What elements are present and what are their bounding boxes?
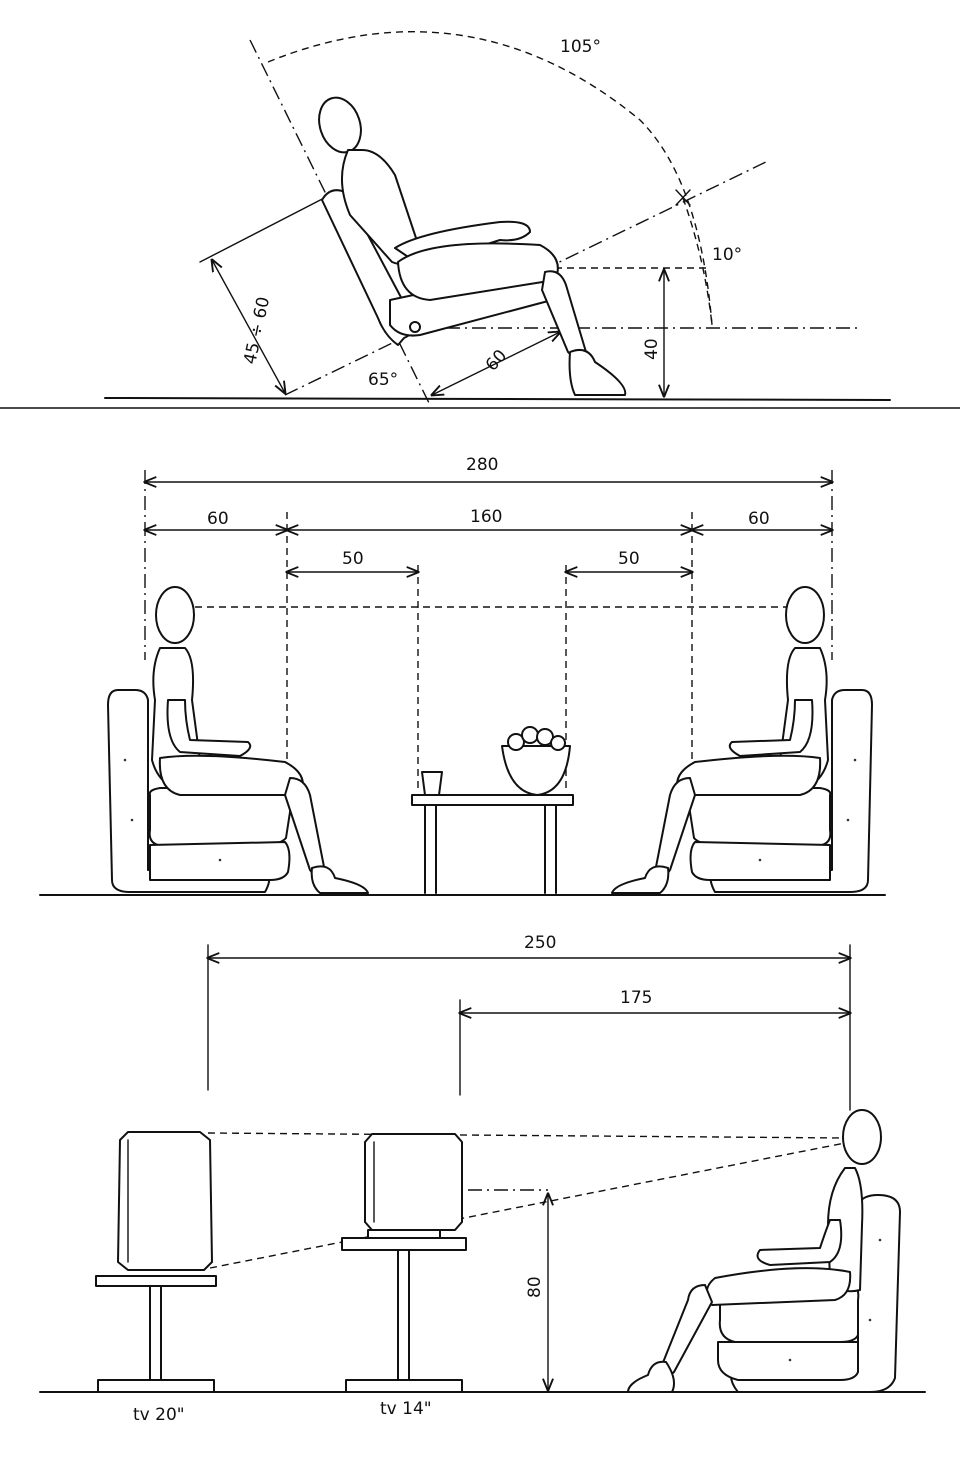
left-seated-figure (151, 586, 369, 894)
tv-large-label: tv 20" (133, 1405, 185, 1425)
recliner-figure-head (318, 96, 362, 154)
tv-14-set (341, 1133, 467, 1393)
sightline-lower (209, 1142, 846, 1269)
seat-depth-dimension-line (432, 332, 560, 395)
right-armchair (688, 689, 873, 893)
backrest-height-label: 45 ÷ 60 (240, 295, 274, 366)
near-distance-label: 175 (620, 988, 652, 1008)
left-zone-label: 60 (207, 509, 229, 529)
right-seated-figure (611, 586, 829, 894)
overall-width-label: 280 (466, 455, 498, 475)
right-zone-label: 60 (748, 509, 770, 529)
seat-depth-label: 60 (482, 346, 511, 375)
tv-small-label: tv 14" (380, 1399, 432, 1419)
panel-tv-viewing: 250 175 80 tv 20" tv 14" (39, 933, 926, 1425)
right-reach-label: 50 (618, 549, 640, 569)
seat-tilt-arc (682, 197, 713, 326)
back-angle-arc (267, 31, 713, 326)
panel-conversation-layout: 280 60 160 60 50 50 (39, 455, 886, 896)
floor-line-top (104, 397, 891, 401)
angle-floor-label: 65° (368, 370, 398, 390)
angle-back-label: 105° (560, 37, 601, 57)
far-distance-label: 250 (524, 933, 556, 953)
tv-height-label: 80 (525, 1276, 545, 1298)
panel-reclining-seat: 105° 10° 65° 45 ÷ 60 60 40 (0, 31, 960, 409)
center-zone-label: 160 (470, 507, 502, 527)
left-armchair (107, 689, 292, 893)
seat-height-label: 40 (642, 338, 662, 360)
left-reach-label: 50 (342, 549, 364, 569)
sightline-upper (207, 1132, 846, 1139)
side-table (411, 726, 574, 894)
recliner-figure-leg (541, 270, 587, 357)
recliner-figure-thigh (397, 242, 559, 301)
fruit-bowl (501, 745, 571, 796)
angle-seat-label: 10° (712, 245, 742, 265)
glass (421, 771, 443, 796)
viewer-seated-figure (627, 1109, 882, 1393)
backrest-dimension-line (212, 260, 285, 393)
recliner-figure-foot (568, 349, 627, 396)
tv-20-set (95, 1131, 217, 1393)
